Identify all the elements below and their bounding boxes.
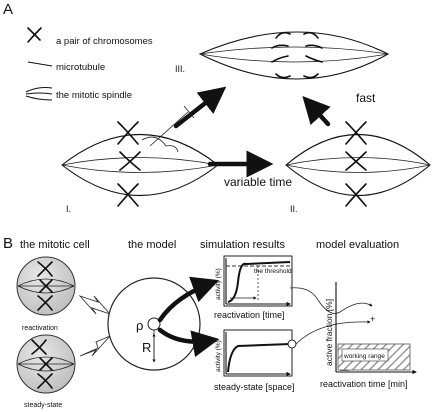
stage-1-label: I.	[66, 204, 71, 214]
plot-top-xlabel: reactivation [time]	[214, 310, 285, 320]
cell-stage-1	[61, 121, 219, 207]
steady-state-marker	[287, 339, 297, 349]
plot-evaluation: +	[335, 282, 416, 372]
arrow-cell-to-model-top	[78, 295, 112, 315]
plot-top-ylabel: activity (%)	[215, 268, 222, 300]
legend-microtubule: microtubule	[56, 62, 105, 73]
plot-reactivation	[223, 255, 292, 306]
model-symbol-radius: R	[142, 340, 151, 355]
connector-model-to-reactivation	[157, 276, 220, 323]
connector-sim-to-eval-bottom	[295, 320, 371, 345]
reactivation-curve	[227, 261, 291, 303]
mitotic-cell-reactivation	[16, 256, 76, 316]
cell-stage-3	[198, 31, 390, 80]
header-model: the model	[128, 239, 176, 251]
fast-label: fast	[356, 91, 376, 105]
legend-spindle: the mitotic spindle	[56, 90, 132, 101]
header-cell: the mitotic cell	[20, 239, 90, 251]
plot-steady-state	[223, 329, 297, 376]
connector-sim-to-eval-top	[289, 287, 373, 314]
stage-2-label: II.	[290, 204, 298, 214]
cell-label-reactivation: reactivation	[22, 325, 58, 332]
mitotic-cell-steady-state	[16, 334, 76, 394]
working-range-label: working range	[343, 353, 385, 360]
cell-stage-2	[285, 121, 431, 207]
connector-model-to-steady-state	[157, 327, 220, 358]
inhibition-bar	[183, 105, 195, 119]
steady-state-curve	[227, 343, 291, 373]
model-diagram	[107, 277, 201, 371]
eval-marker: +	[370, 314, 375, 324]
legend-chromosomes: a pair of chromosomes	[56, 36, 153, 47]
panel-a-label: A	[3, 1, 13, 18]
panel-b-label: B	[3, 235, 13, 252]
legend: a pair of chromosomes microtubule the mi…	[25, 27, 153, 101]
inhibition-line	[149, 111, 189, 147]
microtubule-icon	[27, 61, 53, 67]
spindle-icon	[25, 86, 53, 101]
variable-time-label: variable time	[224, 175, 292, 189]
eval-xlabel: reactivation time [min]	[320, 379, 408, 389]
header-sim: simulation results	[200, 239, 285, 251]
plot-bottom-xlabel: steady-state [space]	[214, 382, 295, 392]
cell-label-steady-state: steady-state	[24, 402, 62, 409]
arrow-stage1-to-stage3	[173, 86, 227, 129]
threshold-label: the threshold	[254, 268, 292, 275]
arrow-fast	[302, 96, 331, 127]
stage-3-label: III.	[175, 64, 185, 74]
eval-ylabel: active fraction [%]	[324, 299, 334, 366]
chromosome-pair-icon	[27, 27, 42, 43]
arrow-cell-to-model-bottom	[79, 335, 111, 357]
header-eval: model evaluation	[316, 239, 399, 251]
plot-bottom-ylabel: activity (%)	[215, 340, 222, 372]
model-symbol-rho: ρ	[136, 318, 143, 333]
